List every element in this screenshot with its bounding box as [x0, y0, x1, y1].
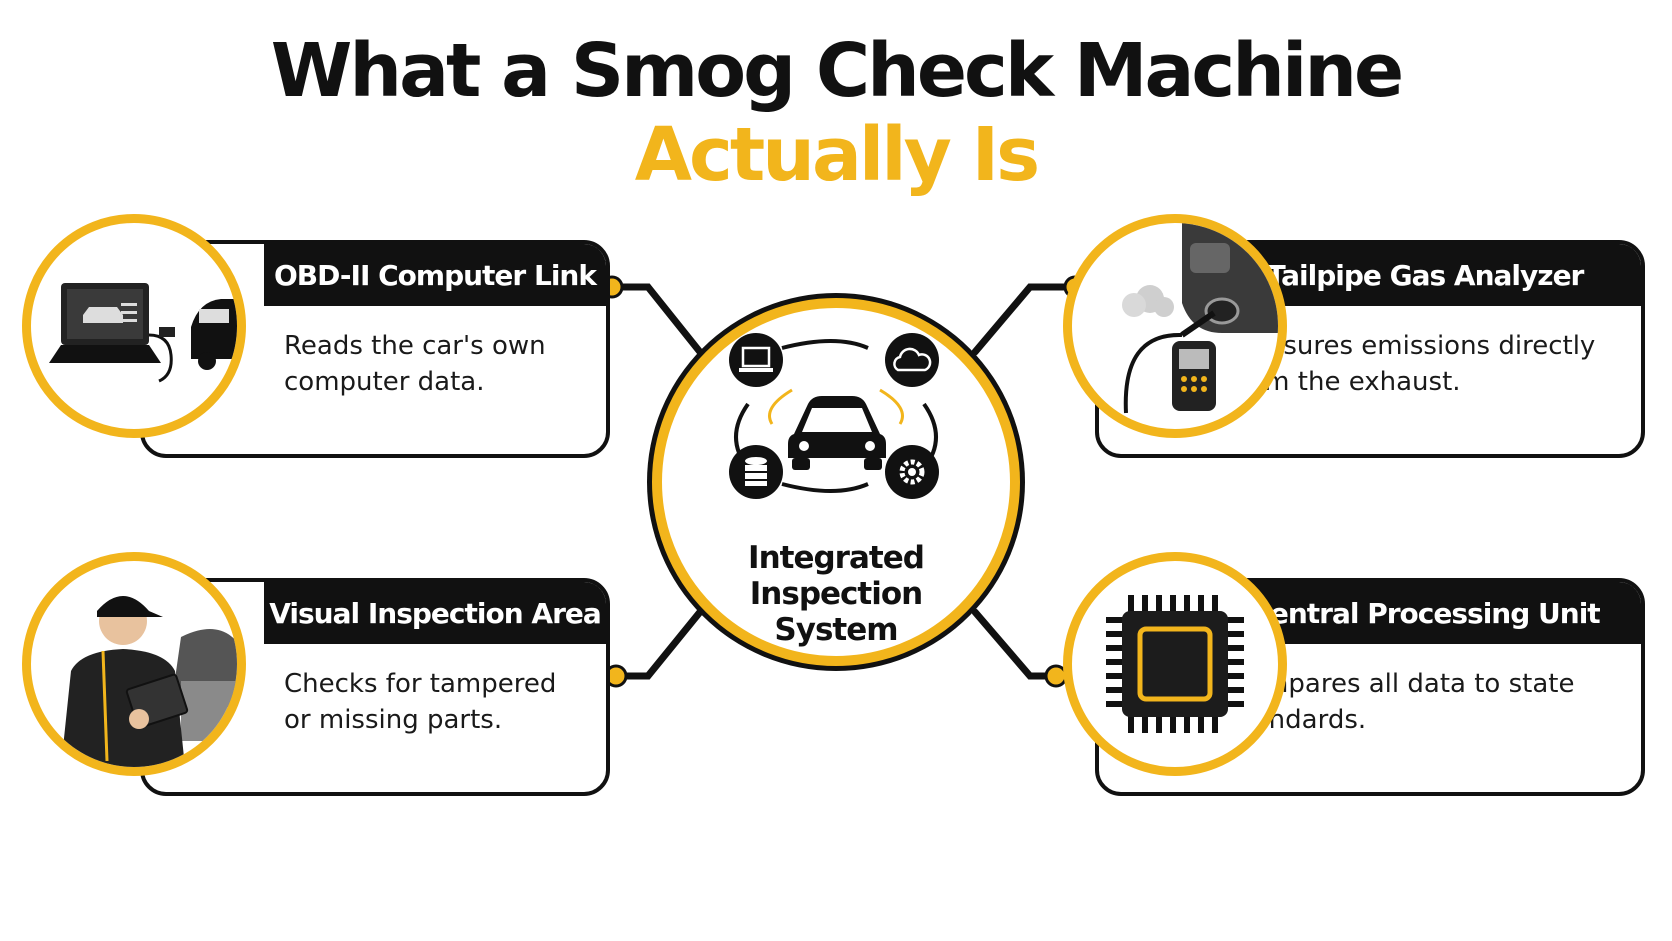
- hub-label-line-1: Integrated: [748, 540, 925, 576]
- hub-arrow-right: [879, 388, 904, 425]
- hub-arrow-left: [768, 388, 793, 425]
- card-obd: OBD-II Computer Link Reads the car's own…: [140, 240, 610, 458]
- card-visual-body: Checks for tampered or missing parts.: [284, 669, 557, 735]
- laptop-icon: [49, 283, 237, 383]
- laptop-icon: [729, 333, 783, 387]
- chip-icon: [1106, 595, 1244, 733]
- hub-icons: [729, 333, 939, 499]
- hub-label: Integrated Inspection System: [662, 540, 1010, 648]
- card-tailpipe-body: Measures emissions directly from the exh…: [1229, 331, 1596, 397]
- card-obd-body: Reads the car's own computer data.: [284, 331, 546, 397]
- title-line-2: Actually Is: [634, 112, 1040, 198]
- mechanic-icon: [61, 596, 237, 767]
- cloud-icon: [885, 333, 939, 387]
- database-icon: [729, 445, 783, 499]
- title-line-1: What a Smog Check Machine: [270, 28, 1404, 114]
- gear-icon: [885, 445, 939, 499]
- hub-label-line-2: Inspection: [749, 576, 923, 612]
- visual-image-circle: [22, 552, 246, 776]
- tailpipe-analyzer-icon: [1122, 223, 1278, 414]
- cpu-image-circle: [1063, 552, 1287, 776]
- card-obd-title: OBD-II Computer Link: [264, 244, 606, 306]
- hub-circle: Integrated Inspection System: [652, 298, 1020, 666]
- hub-label-line-3: System: [774, 612, 898, 648]
- card-cpu-body: Compares all data to state standards.: [1229, 669, 1575, 735]
- connector-obd: [608, 283, 704, 356]
- car-icon: [788, 396, 886, 470]
- connector-tailpipe: [971, 283, 1079, 356]
- card-visual-title: Visual Inspection Area: [264, 582, 606, 644]
- obd-image-circle: [22, 214, 246, 438]
- tailpipe-image-circle: [1063, 214, 1287, 438]
